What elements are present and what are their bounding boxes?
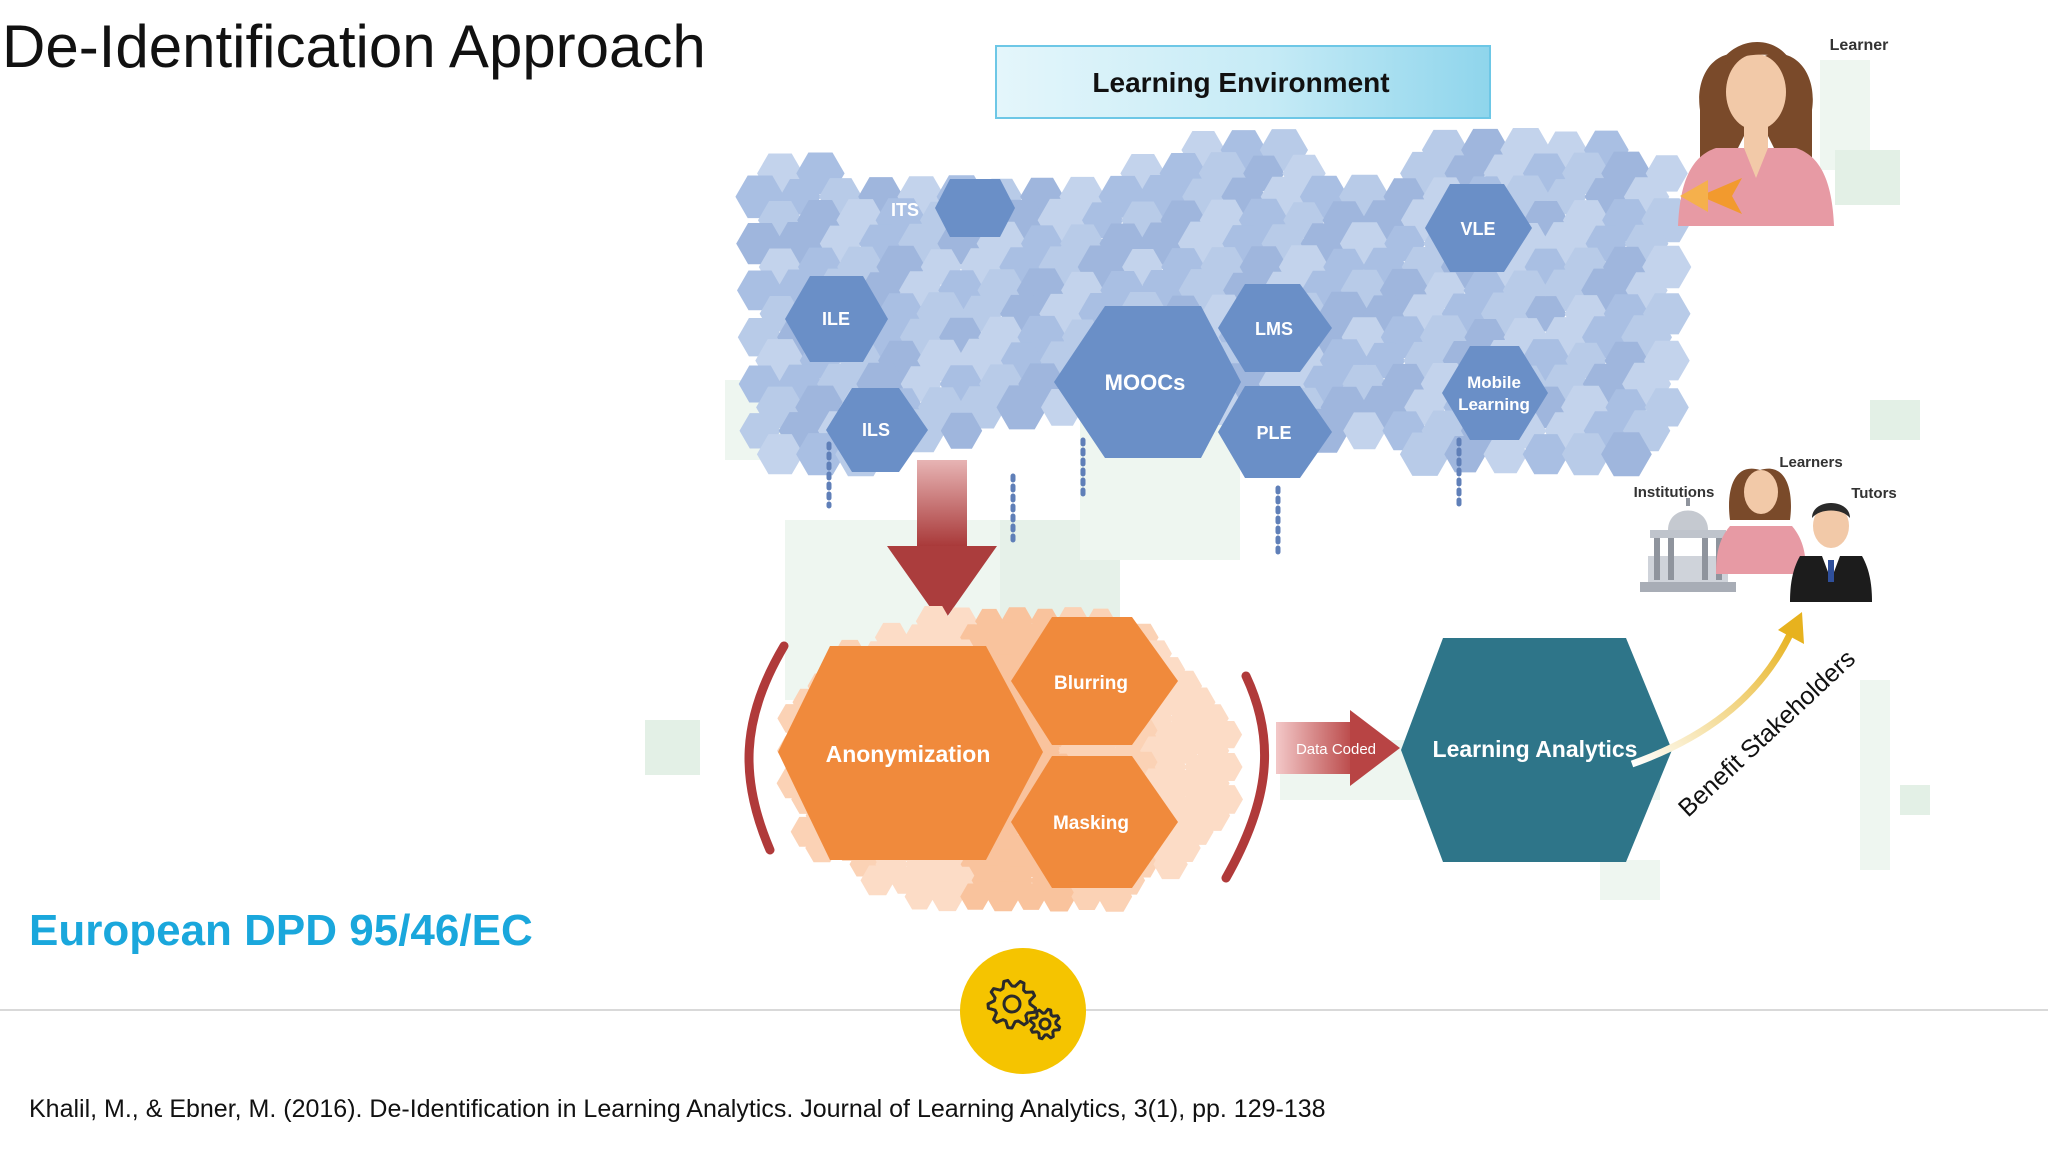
ile-node: ILE: [785, 276, 888, 362]
learner-icon: [1678, 42, 1834, 226]
environment-nodes: ITS ILE ILS MOOCs LMS PLE VLE Mobile: [785, 179, 1548, 478]
lms-node: LMS: [1218, 284, 1332, 372]
curved-arrow-icon: [1630, 612, 1804, 768]
gears-badge: [960, 948, 1086, 1074]
regulation-subtitle: European DPD 95/46/EC: [29, 906, 533, 955]
honeycomb-cell: [960, 883, 991, 910]
lms-label: LMS: [1255, 319, 1293, 339]
ils-node: ILS: [826, 388, 928, 472]
moocs-node: MOOCs: [1054, 306, 1241, 458]
tutor-icon: [1790, 503, 1872, 602]
ils-label: ILS: [862, 420, 890, 440]
blurring-label: Blurring: [1054, 673, 1128, 694]
honeycomb-cell: [930, 882, 965, 912]
masking-node: Masking: [1011, 756, 1178, 888]
de-identification-diagram: Learning Environment ITS ILE ILS MOOCs: [645, 37, 1930, 912]
honeycomb-cell: [860, 865, 895, 896]
learning-analytics-label: Learning Analytics: [1433, 736, 1638, 762]
honeycomb-cell: [1097, 881, 1133, 912]
gears-icon: [986, 978, 1062, 1041]
learners-person-icon: [1716, 468, 1806, 574]
honeycomb-cell: [1153, 849, 1188, 880]
mobile-label-line1: Mobile: [1467, 373, 1521, 392]
its-label: ITS: [891, 200, 919, 220]
honeycomb-cell: [996, 385, 1048, 430]
tutors-label: Tutors: [1851, 485, 1897, 502]
honeycomb-cell: [1041, 881, 1077, 912]
institutions-label: Institutions: [1634, 484, 1715, 501]
honeycomb-cell: [796, 433, 845, 476]
honeycomb-cell: [1399, 432, 1450, 476]
data-coded-label: Data Coded: [1296, 741, 1376, 758]
honeycomb-cell: [1483, 435, 1528, 474]
honeycomb-cell: [1601, 432, 1652, 477]
stakeholders-group: Institutions Learners Tutors: [1634, 454, 1897, 602]
right-arrow-icon: Data Coded: [1276, 710, 1400, 786]
honeycomb-cell: [904, 883, 935, 910]
banner-label: Learning Environment: [1092, 67, 1389, 98]
anonymization-node: Anonymization: [778, 646, 1043, 860]
honeycomb-cell: [1444, 436, 1487, 473]
slide-title: De-Identification Approach: [2, 13, 706, 80]
moocs-label: MOOCs: [1105, 370, 1186, 395]
deidentification-brackets: [744, 641, 1270, 883]
its-node: ITS: [891, 179, 1015, 237]
honeycomb-cell: [1522, 434, 1569, 475]
dotted-connectors: [826, 437, 1462, 559]
honeycomb-cell: [1015, 883, 1047, 910]
down-arrow-icon: [887, 460, 997, 624]
honeycomb-cell: [1561, 433, 1611, 476]
honeycomb-cell: [986, 881, 1021, 912]
vle-node: VLE: [1425, 184, 1532, 272]
ple-node: PLE: [1218, 386, 1332, 478]
blurring-node: Blurring: [1011, 617, 1178, 745]
ile-label: ILE: [822, 309, 850, 329]
deidentification-nodes: Anonymization Blurring Masking: [778, 617, 1178, 888]
citation: Khalil, M., & Ebner, M. (2016). De-Ident…: [29, 1095, 1326, 1123]
learning-environment-banner: Learning Environment: [995, 45, 1491, 119]
honeycomb-cell: [1071, 883, 1103, 910]
masking-label: Masking: [1053, 813, 1129, 834]
vle-label: VLE: [1460, 219, 1495, 239]
honeycomb-cell: [756, 434, 804, 475]
honeycomb-cell: [940, 412, 983, 449]
mobile-label-line2: Learning: [1458, 395, 1530, 414]
anonymization-label: Anonymization: [826, 741, 991, 767]
ple-label: PLE: [1256, 423, 1291, 443]
learning-analytics-node: Learning Analytics: [1401, 638, 1672, 862]
honeycomb-cell: [1343, 412, 1386, 450]
learners-label: Learners: [1779, 454, 1842, 471]
learner-label: Learner: [1830, 37, 1889, 54]
mobile-learning-node: Mobile Learning: [1442, 346, 1548, 440]
